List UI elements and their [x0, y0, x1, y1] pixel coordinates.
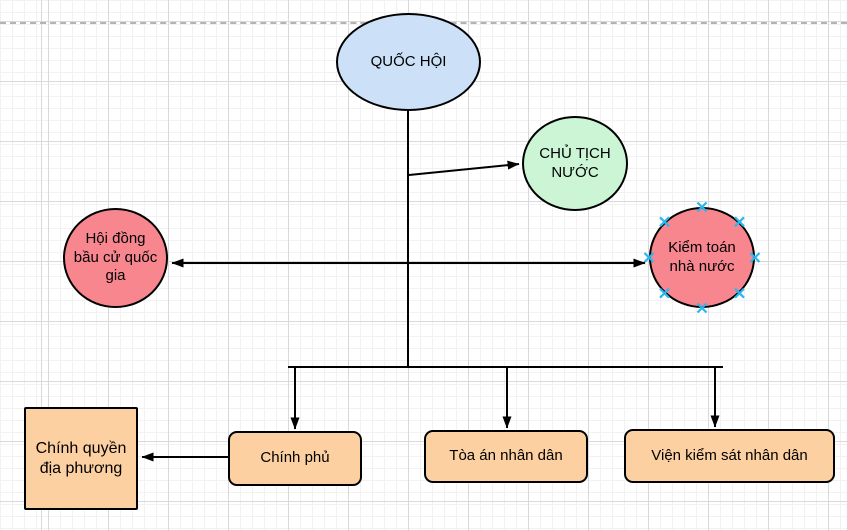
node-label: Viện kiểm sát nhân dân [651, 446, 808, 464]
node-chu-tich-nuoc[interactable]: CHỦ TỊCH NƯỚC [522, 116, 628, 211]
node-label: QUỐC HỘI [370, 52, 447, 70]
node-quoc-hoi[interactable]: QUỐC HỘI [336, 13, 481, 111]
node-kiem-toan[interactable]: Kiểm toán nhà nước [649, 207, 755, 308]
node-label: Tòa án nhân dân [449, 447, 563, 465]
node-label: Chính phủ [260, 449, 330, 467]
node-chinh-phu[interactable]: Chính phủ [228, 431, 362, 486]
node-label: Hội đồng bầu cử quốc gia [73, 229, 158, 285]
node-toa-an[interactable]: Tòa án nhân dân [424, 430, 588, 483]
node-chinh-quyen-dia-phuong[interactable]: Chính quyền địa phương [24, 407, 138, 510]
node-label: Kiểm toán nhà nước [668, 238, 736, 275]
node-label: Chính quyền địa phương [35, 439, 127, 477]
node-vien-kiem-sat[interactable]: Viện kiểm sát nhân dân [624, 429, 835, 483]
node-label: CHỦ TỊCH NƯỚC [539, 144, 611, 181]
node-hoi-dong-bau-cu[interactable]: Hội đồng bầu cử quốc gia [63, 208, 168, 308]
edge-quochoi-chutichnuoc[interactable] [408, 160, 520, 176]
